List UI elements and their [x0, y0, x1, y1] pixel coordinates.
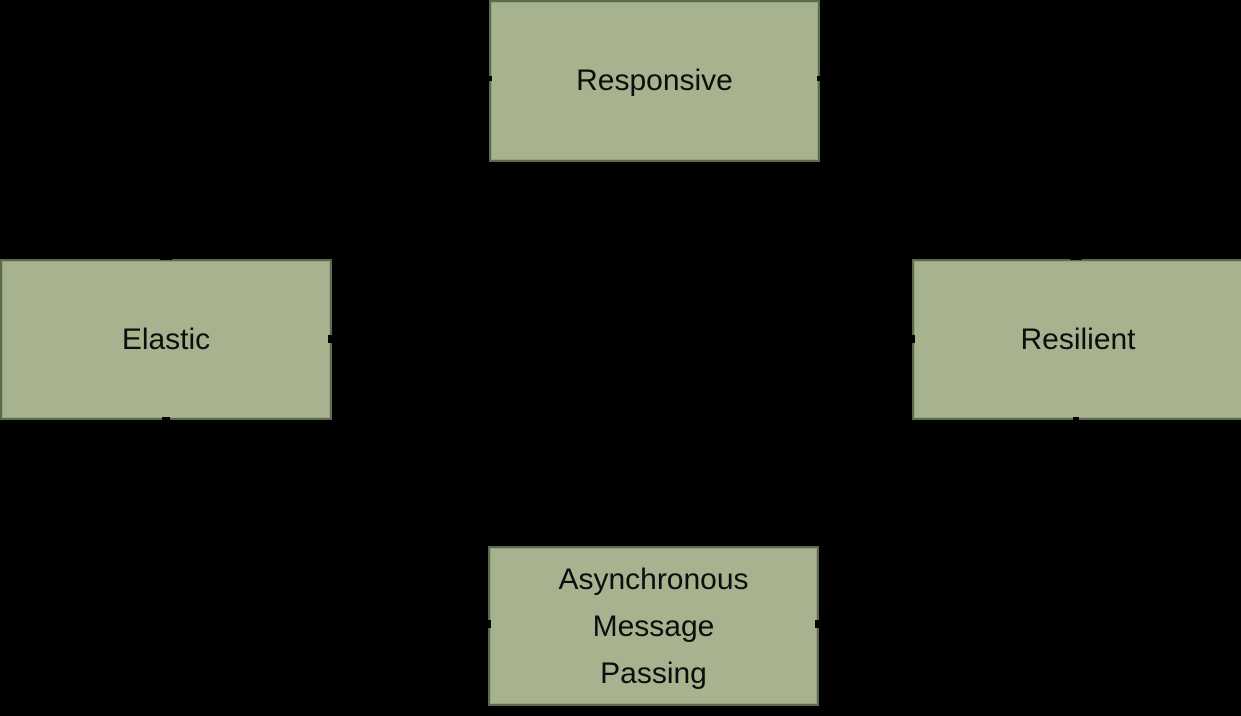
connector-stub-async-right: [815, 620, 822, 628]
connector-stub-elastic-bottom: [162, 417, 170, 422]
connector-stub-async-left: [484, 620, 491, 628]
node-elastic-label: Elastic: [121, 322, 211, 356]
node-async-label-line-3: Passing: [600, 656, 707, 690]
connector-stub-resilient-left: [910, 335, 915, 343]
node-async-message-passing: Asynchronous Message Passing: [488, 546, 819, 706]
node-resilient: Resilient: [912, 259, 1241, 420]
node-async-label-line-1: Asynchronous: [558, 562, 749, 596]
node-responsive-label: Responsive: [576, 64, 733, 97]
connector-stub-responsive-right: [817, 76, 825, 81]
node-async-label-line-2: Message: [592, 609, 715, 643]
connector-stub-elastic-right: [328, 335, 333, 343]
connector-stub-resilient-top: [1070, 255, 1082, 260]
node-responsive: Responsive: [489, 0, 820, 162]
connector-stub-elastic-top: [160, 255, 172, 260]
connector-stub-resilient-bottom: [1073, 417, 1079, 422]
node-resilient-label: Resilient: [1020, 322, 1136, 356]
node-elastic: Elastic: [0, 259, 332, 420]
connector-stub-responsive-left: [484, 76, 492, 81]
